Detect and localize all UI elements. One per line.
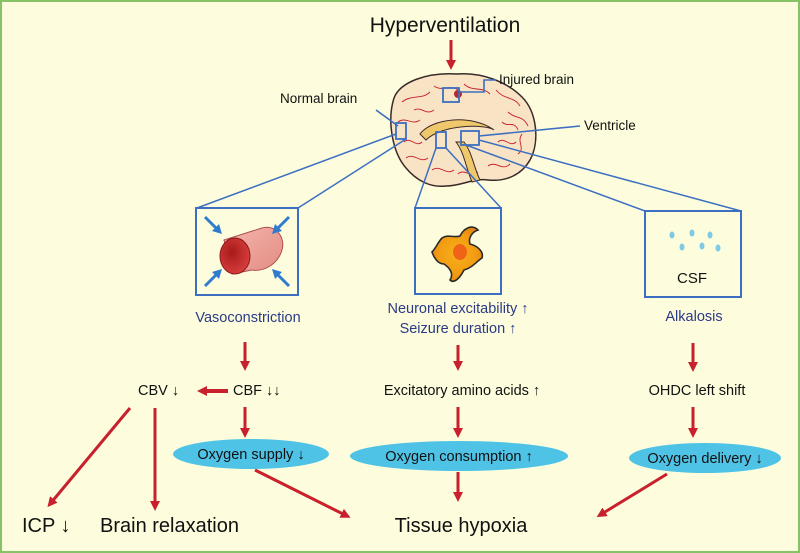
neuron-inset xyxy=(435,131,447,149)
compression-arrowhead-top-right xyxy=(272,224,282,234)
title: Hyperventilation xyxy=(370,14,521,37)
label-injured-brain: Injured brain xyxy=(499,72,574,87)
connector-vessel-left xyxy=(196,133,397,209)
csf-droplets-icon xyxy=(669,229,721,252)
ventricle-inset xyxy=(460,130,480,146)
droplet xyxy=(679,243,685,251)
brainstem xyxy=(454,141,481,183)
vessel-lumen xyxy=(219,237,251,275)
brain-outline xyxy=(390,73,537,188)
label-oxygen-supply: Oxygen supply ↓ xyxy=(197,447,304,463)
label-ventricle: Ventricle xyxy=(584,118,636,133)
label-seizure-duration: Seizure duration ↑ xyxy=(400,321,517,337)
neuron-nucleus xyxy=(453,244,467,260)
outcome-icp: ICP ↓ xyxy=(22,515,71,537)
connector-csf-right xyxy=(478,139,742,212)
label-cbv: CBV ↓ xyxy=(138,383,179,399)
csf-box-text: CSF xyxy=(677,270,707,287)
label-cbf: CBF ↓↓ xyxy=(233,383,281,399)
oxygen-delivery-ellipse xyxy=(629,443,781,473)
compression-arrowhead-top-left xyxy=(212,224,222,234)
blood-vessel-image xyxy=(219,226,284,275)
arrow-cbv-to-icp xyxy=(47,407,132,508)
droplet xyxy=(699,242,705,250)
connector-csf-left xyxy=(465,144,646,212)
pointer-normal-brain xyxy=(375,109,399,127)
label-alkalosis: Alkalosis xyxy=(665,309,722,325)
pointer-ventricle xyxy=(478,125,581,137)
droplet xyxy=(669,231,675,239)
vessel-box xyxy=(195,207,299,296)
pointer-injured-brain xyxy=(459,79,496,93)
compression-arrowhead-bottom-left xyxy=(212,269,222,279)
label-normal-brain: Normal brain xyxy=(280,91,357,106)
oxygen-supply-ellipse xyxy=(173,439,329,469)
label-oxygen-delivery: Oxygen delivery ↓ xyxy=(647,451,762,467)
label-excitatory-amino-acids: Excitatory amino acids ↑ xyxy=(384,383,540,399)
label-vasoconstriction: Vasoconstriction xyxy=(195,310,300,326)
oxygen-consumption-ellipse xyxy=(350,441,568,471)
outcome-brain-relaxation: Brain relaxation xyxy=(100,515,239,537)
connector-neuron-left xyxy=(414,147,437,209)
compression-arrowhead-bottom-right xyxy=(272,269,282,279)
connector-vessel-right xyxy=(297,138,407,209)
droplet xyxy=(689,229,695,237)
normal-inset xyxy=(395,122,407,140)
neuron-box xyxy=(414,207,502,295)
arrow-supply-to-hypoxia xyxy=(254,468,351,518)
outcome-tissue-hypoxia: Tissue hypoxia xyxy=(395,515,529,537)
label-ohdc-left-shift: OHDC left shift xyxy=(649,383,746,399)
csf-box xyxy=(644,210,742,298)
connector-neuron-right xyxy=(445,147,502,209)
label-neuronal-excitability: Neuronal excitability ↑ xyxy=(387,301,528,317)
label-oxygen-consumption: Oxygen consumption ↑ xyxy=(385,449,533,465)
droplet xyxy=(715,244,721,252)
injured-inset xyxy=(442,87,460,103)
arrow-delivery-to-hypoxia xyxy=(596,472,668,518)
neuron-image xyxy=(431,226,484,283)
brain-illustration xyxy=(390,73,537,188)
droplet xyxy=(707,231,713,239)
compression-arrows xyxy=(203,215,291,288)
